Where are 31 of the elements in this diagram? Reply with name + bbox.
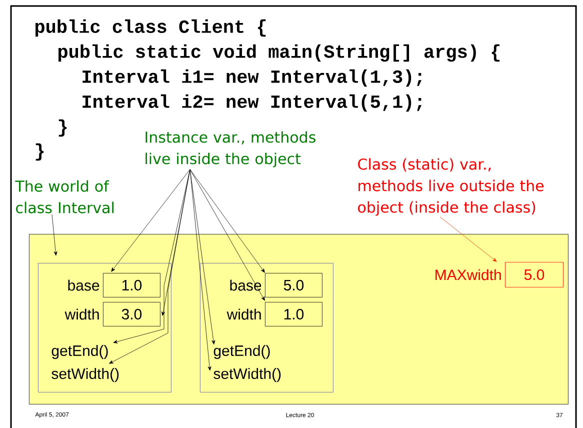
arrow: [52, 214, 58, 256]
object-box: [38, 263, 172, 392]
method-name: getEnd(): [52, 345, 108, 359]
value-box: 3.0: [103, 302, 160, 326]
field-label: base: [230, 280, 262, 291]
method-name: getEnd(): [214, 345, 270, 359]
field-label: width: [226, 308, 261, 320]
value-box: 1.0: [103, 273, 160, 298]
arrow: [190, 169, 265, 273]
value-box: 1.0: [265, 302, 322, 326]
arrow: [190, 169, 265, 301]
code-line: public static void main(String[] args) {: [58, 44, 500, 62]
note-text: The world of class Interval: [15, 180, 114, 214]
code-line: }: [58, 119, 67, 137]
method-name: setWidth(): [52, 368, 119, 382]
code-line: Interval i2= new Interval(5,1);: [82, 94, 422, 112]
value-box: 5.0: [265, 273, 322, 298]
field-label: MAXwidth: [436, 269, 501, 280]
code-line: }: [36, 143, 44, 161]
code-line: Interval i1= new Interval(1,3);: [82, 69, 422, 87]
arrow: [190, 169, 212, 371]
code-line: public class Client {: [35, 19, 266, 37]
arrow: [111, 169, 190, 272]
field-label: width: [64, 308, 99, 320]
note-text: Class (static) var., methods live outside the object (inside the class): [358, 158, 544, 216]
object-box: [200, 263, 334, 392]
arrow: [440, 216, 497, 262]
method-name: setWidth(): [214, 368, 281, 382]
note-text: Instance var., methods live inside the object: [146, 131, 316, 168]
field-label: base: [68, 280, 100, 291]
value-box: 5.0: [505, 262, 564, 288]
